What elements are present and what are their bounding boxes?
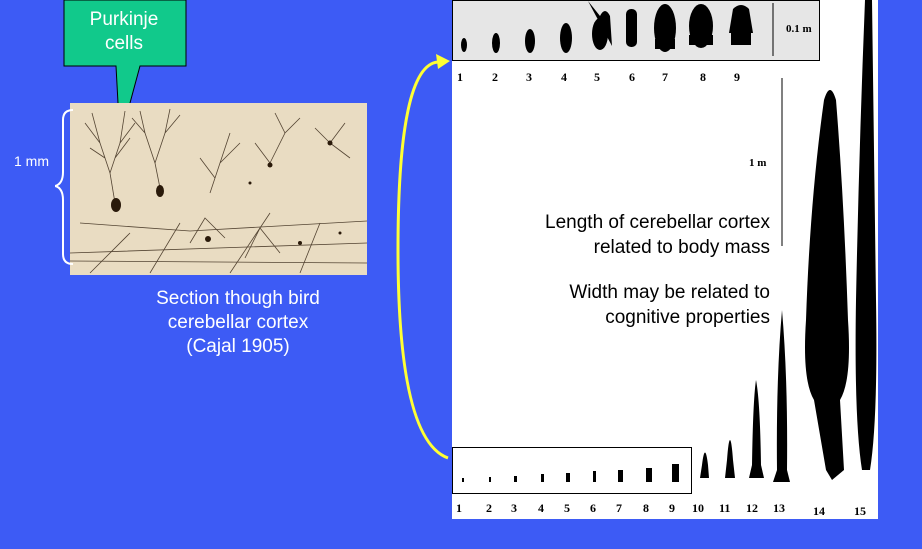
bottom-label: 13	[773, 501, 785, 516]
bottom-label: 2	[486, 501, 492, 516]
micrograph-drawing	[70, 103, 367, 275]
bottom-label: 7	[616, 501, 622, 516]
cajal-micrograph	[70, 103, 367, 275]
callout-label-line2: cells	[68, 32, 180, 56]
bottom-label: 14	[813, 504, 825, 519]
width-caption-line1: Width may be related to	[455, 280, 770, 305]
micrograph-caption-line2: cerebellar cortex	[60, 311, 416, 335]
scale-label-1mm: 1 mm	[14, 153, 49, 169]
bottom-label: 12	[746, 501, 758, 516]
bottom-label: 4	[538, 501, 544, 516]
micrograph-caption-line3: (Cajal 1905)	[60, 335, 416, 359]
length-caption: Length of cerebellar cortex related to b…	[455, 210, 770, 260]
length-caption-line2: related to body mass	[455, 235, 770, 260]
bottom-label: 5	[564, 501, 570, 516]
micrograph-caption-line1: Section though bird	[60, 287, 416, 311]
bottom-label: 8	[643, 501, 649, 516]
bottom-label: 3	[511, 501, 517, 516]
micrograph-caption: Section though bird cerebellar cortex (C…	[60, 287, 416, 359]
to-scale-comparison-box	[452, 447, 692, 494]
bottom-label: 9	[669, 501, 675, 516]
callout-label: Purkinje cells	[68, 8, 180, 56]
width-caption: Width may be related to cognitive proper…	[455, 280, 770, 330]
bottom-label: 15	[854, 504, 866, 519]
scale-brace	[55, 108, 75, 268]
length-caption-line1: Length of cerebellar cortex	[455, 210, 770, 235]
bottom-label: 1	[456, 501, 462, 516]
connector-arrow	[370, 40, 460, 470]
bottom-label: 10	[692, 501, 704, 516]
callout-label-line1: Purkinje	[68, 8, 180, 32]
bottom-label: 6	[590, 501, 596, 516]
to-scale-silhouettes	[453, 448, 693, 495]
width-caption-line2: cognitive properties	[455, 305, 770, 330]
bottom-label: 11	[719, 501, 730, 516]
